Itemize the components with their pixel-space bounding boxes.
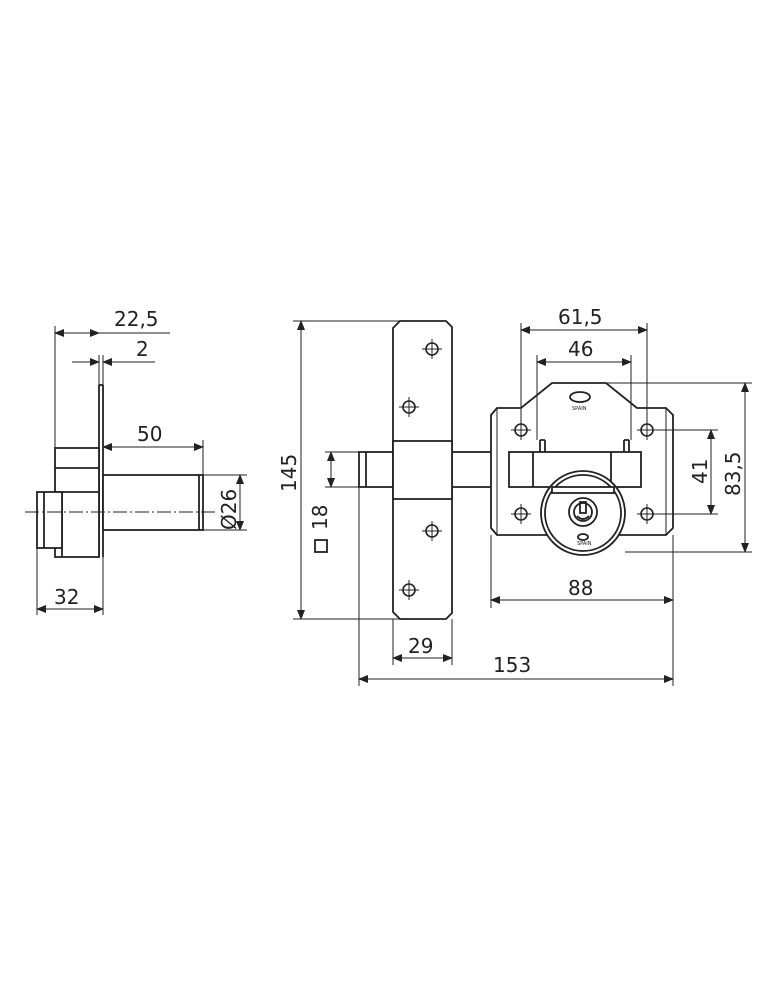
dim-overall-length: 153 xyxy=(493,653,531,677)
dim-keeper-width: 29 xyxy=(408,634,433,658)
dim-plate-thickness: 2 xyxy=(136,337,149,361)
keeper-screw-holes xyxy=(399,339,442,600)
dim-cylinder-diameter: Ø26 xyxy=(217,489,241,530)
dim-side-width: 32 xyxy=(54,585,79,609)
side-view: 22,5 2 50 Ø26 32 xyxy=(25,307,247,615)
dim-case-height: 83,5 xyxy=(721,451,745,496)
dim-hole-spacing-outer: 61,5 xyxy=(558,305,603,329)
dim-hole-spacing-vertical: 41 xyxy=(688,459,712,484)
case-screw-holes xyxy=(511,420,657,524)
logo-text: SPAIN xyxy=(572,406,587,412)
dim-case-width: 88 xyxy=(568,576,593,600)
svg-text:SPAIN: SPAIN xyxy=(577,541,592,547)
front-view: SPAIN SPAIN 145 18 29 xyxy=(277,305,752,686)
dim-hole-spacing-inner: 46 xyxy=(568,337,593,361)
dim-side-depth: 22,5 xyxy=(114,307,159,331)
dim-cylinder-length: 50 xyxy=(137,422,162,446)
dim-bolt-square: 18 xyxy=(308,505,332,530)
brand-logo: SPAIN xyxy=(569,391,591,412)
dim-overall-height: 145 xyxy=(277,454,301,492)
